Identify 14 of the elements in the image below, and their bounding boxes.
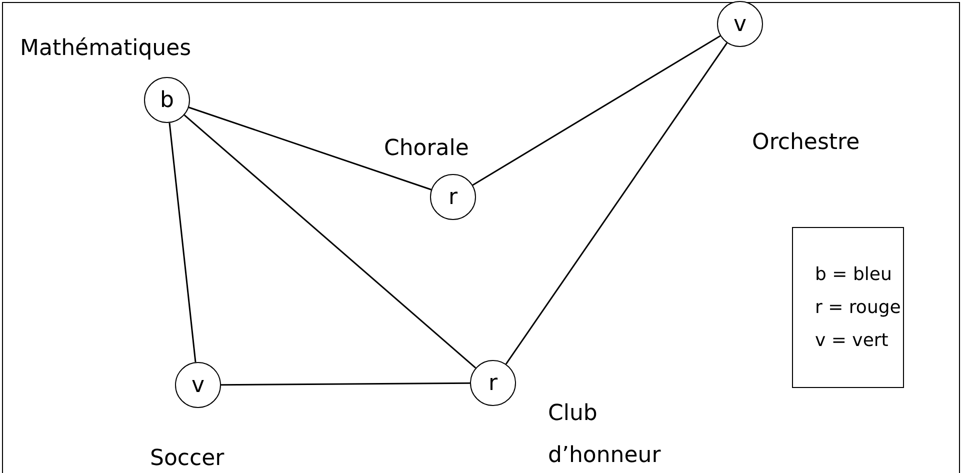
- connector-line: [188, 106, 432, 190]
- connector-line: [168, 122, 196, 362]
- key-entry: v = vert: [815, 329, 890, 353]
- key-entry: b = bleu: [815, 263, 893, 287]
- connector-line: [505, 42, 728, 364]
- key-entry: r = rouge: [815, 296, 902, 320]
- connector-line: [472, 35, 721, 186]
- vertex-name: Soccer: [150, 445, 226, 473]
- vertex-name: Chorale: [384, 135, 470, 163]
- vertex-name: Orchestre: [752, 129, 861, 157]
- connector-line: [221, 382, 470, 386]
- connector-line: [184, 114, 476, 368]
- key-box: [792, 227, 904, 388]
- vertex-name: Mathématiques: [20, 35, 190, 63]
